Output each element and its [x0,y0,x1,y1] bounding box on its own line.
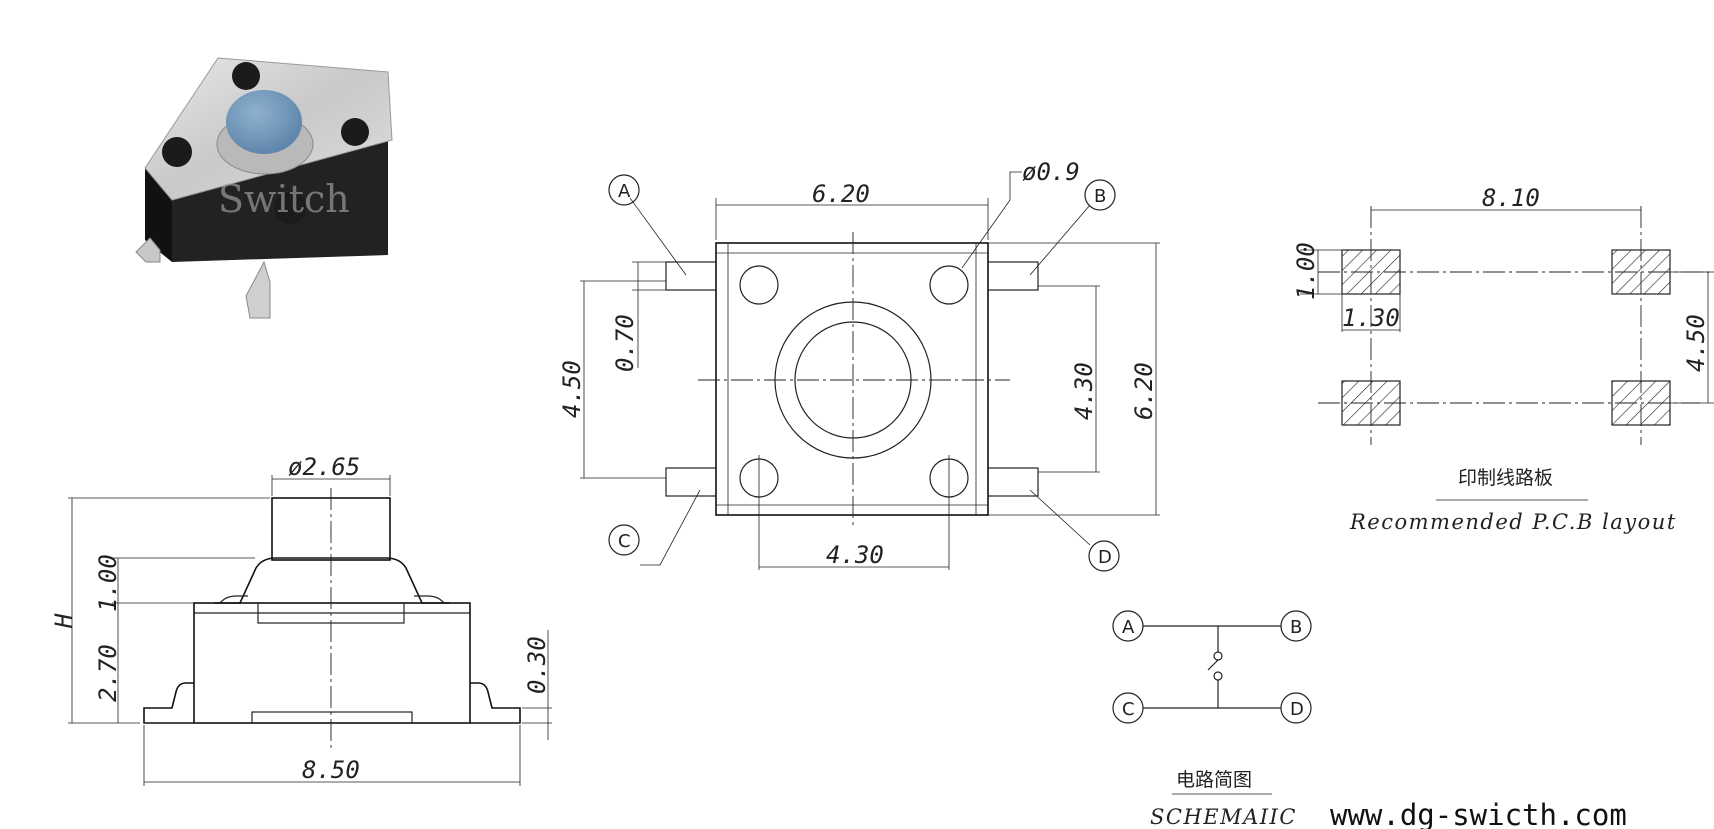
lead-d [987,467,1039,497]
side-view-drawing: ø2.65 H 1.00 2.70 0.30 8.50 [50,453,552,786]
lead-b [987,261,1039,291]
callout-a [608,174,640,206]
body-outline [715,242,989,516]
dim-pad-width: 1.30 [1342,304,1400,332]
schematic-label-c: C [1122,699,1135,720]
callout-c-label: C [618,531,631,552]
dim-hole-diameter: ø0.9 [1022,158,1080,186]
dim-cap-height: 1.00 [94,554,122,612]
blue-cap [226,90,302,154]
callout-d [1088,540,1120,572]
dim-height-right: 6.20 [1130,362,1158,420]
brand-watermark: Switch [218,177,350,221]
top-view-drawing: 6.20 ø0.9 4.50 0.70 4.30 6.20 4.30 A [558,158,1160,572]
schematic-title-cn: 电路简图 [1176,769,1252,791]
dim-pad-height: 1.00 [1292,242,1320,300]
dim-pitch-x: 8.10 [1482,184,1540,212]
dim-body-height: 2.70 [94,644,122,702]
dim-inner-span: 4.30 [1070,362,1098,420]
lead-c [665,467,717,497]
switch-contact [1207,659,1219,671]
schematic-drawing: A B C D 电路简图 SCHEMAIIC [1112,610,1312,829]
lead-a [665,261,717,291]
callout-a-label: A [618,181,631,202]
dim-left-span: 4.50 [558,360,586,418]
dim-pin-width: 0.70 [611,314,639,372]
schematic-label-d: D [1290,699,1304,720]
callout-c [608,524,640,556]
side-body-outline [193,602,471,724]
pcb-layout-drawing: 8.10 1.00 1.30 4.50 印制线路板 Recommended P.… [1292,184,1714,534]
dim-pitch-y: 4.50 [1682,314,1710,372]
pcb-title-en: Recommended P.C.B layout [1349,510,1677,534]
pcb-title-cn: 印制线路板 [1458,467,1553,489]
dim-plunger-diameter: ø2.65 [288,453,360,481]
dim-width-top: 6.20 [812,180,870,208]
peg-bottom-right [274,192,306,224]
schematic-title-en: SCHEMAIIC [1150,805,1297,829]
peg-top-left [232,62,260,90]
product-photo: Switch [135,57,393,319]
dim-bottom-span: 4.30 [826,541,884,569]
schematic-label-b: B [1290,617,1302,638]
peg-bottom-left [162,137,192,167]
schematic-label-a: A [1122,617,1135,638]
dim-lead-thickness: 0.30 [523,636,551,694]
dim-overall-width: 8.50 [302,756,360,784]
dim-total-height: H [50,613,78,629]
website-url: www.dg-swicth.com [1330,798,1627,829]
callout-d-label: D [1098,547,1112,568]
peg-top-right [341,118,369,146]
callout-b-label: B [1094,186,1106,207]
callout-b [1084,179,1116,211]
